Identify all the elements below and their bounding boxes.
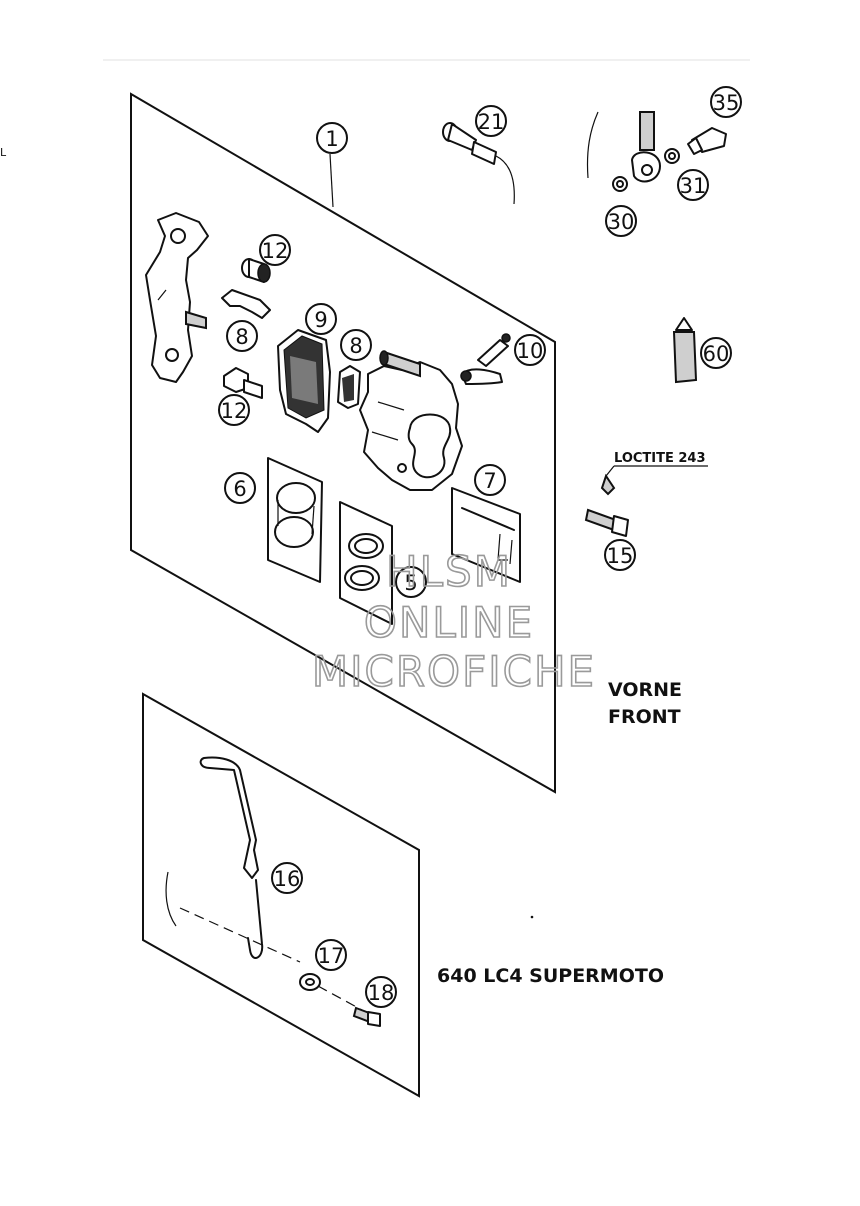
grease-tube-60 bbox=[672, 317, 698, 384]
svg-text:30: 30 bbox=[608, 210, 635, 234]
svg-text:8: 8 bbox=[349, 334, 362, 358]
loctite-label: LOCTITE 243 bbox=[614, 451, 706, 466]
svg-text:12: 12 bbox=[221, 399, 248, 423]
svg-text:8: 8 bbox=[235, 325, 248, 349]
svg-text:9: 9 bbox=[314, 308, 327, 332]
svg-text:60: 60 bbox=[703, 342, 730, 366]
washer-17 bbox=[299, 973, 321, 991]
screw-18 bbox=[317, 985, 381, 1027]
callout-31: 31 bbox=[677, 169, 709, 201]
callout-7: 7 bbox=[474, 464, 506, 496]
banjo-assembly bbox=[586, 111, 727, 192]
pistons-kit-6 bbox=[267, 457, 323, 583]
callout-6: 6 bbox=[224, 472, 256, 504]
leader-line-1 bbox=[329, 153, 334, 208]
svg-text:21: 21 bbox=[478, 110, 505, 134]
callout-12-upper: 12 bbox=[259, 234, 291, 266]
svg-text:6: 6 bbox=[233, 477, 246, 501]
brake-pads-9 bbox=[277, 329, 331, 433]
callout-9: 9 bbox=[305, 303, 337, 335]
seal-kit-5 bbox=[339, 501, 393, 625]
caliper-bracket bbox=[145, 212, 209, 383]
watermark-line-2: ONLINE bbox=[364, 598, 534, 647]
svg-text:35: 35 bbox=[713, 91, 740, 115]
model-label: 640 LC4 SUPERMOTO bbox=[437, 965, 664, 987]
main-panel-frame bbox=[130, 92, 556, 794]
callout-5: 5 bbox=[395, 566, 427, 598]
svg-text:15: 15 bbox=[607, 544, 634, 568]
caliper-body bbox=[359, 350, 463, 491]
svg-text:10: 10 bbox=[517, 339, 544, 363]
callout-12-lower: 12 bbox=[218, 394, 250, 426]
watermark-line-1: HLSM bbox=[386, 547, 512, 596]
front-label: FRONT bbox=[608, 706, 681, 728]
brake-line-21 bbox=[442, 122, 515, 205]
pad-spring-8-upper bbox=[221, 289, 271, 319]
svg-text:12: 12 bbox=[262, 239, 289, 263]
page-edge-mark: L bbox=[0, 146, 7, 159]
callout-60: 60 bbox=[700, 337, 732, 369]
svg-text:18: 18 bbox=[368, 981, 395, 1005]
vorne-label: VORNE bbox=[608, 679, 682, 701]
callout-30: 30 bbox=[605, 205, 637, 237]
svg-text:1: 1 bbox=[325, 127, 338, 151]
callout-16: 16 bbox=[271, 862, 303, 894]
svg-text:7: 7 bbox=[483, 469, 496, 493]
callout-35: 35 bbox=[710, 86, 742, 118]
svg-text:5: 5 bbox=[404, 571, 417, 595]
svg-text:31: 31 bbox=[680, 174, 707, 198]
svg-text:17: 17 bbox=[318, 944, 345, 968]
bleeder-valve-10 bbox=[460, 333, 511, 385]
callout-17: 17 bbox=[315, 939, 347, 971]
callout-8-lower: 8 bbox=[340, 329, 372, 361]
stray-dot bbox=[530, 915, 534, 919]
pad-spring-8-lower bbox=[337, 365, 361, 409]
callout-18: 18 bbox=[365, 976, 397, 1008]
callout-21: 21 bbox=[475, 105, 507, 137]
callout-15: 15 bbox=[604, 539, 636, 571]
pin-kit-7 bbox=[451, 487, 521, 583]
callout-1: 1 bbox=[316, 122, 348, 154]
lower-panel-frame bbox=[142, 692, 420, 1098]
svg-text:16: 16 bbox=[274, 867, 301, 891]
guide-sleeve-12-upper bbox=[241, 258, 271, 283]
watermark-line-3: MICROFICHE bbox=[312, 647, 596, 696]
callout-8-upper: 8 bbox=[226, 320, 258, 352]
bolt-15 bbox=[584, 465, 629, 537]
callout-10: 10 bbox=[514, 334, 546, 366]
guide-bolt-12-lower bbox=[223, 367, 263, 399]
line-bracket-16 bbox=[165, 756, 301, 963]
